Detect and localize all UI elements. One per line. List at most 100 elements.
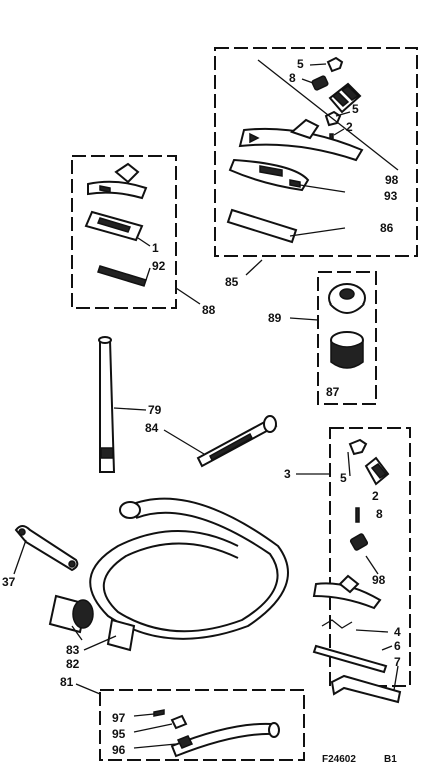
label-37: 37 bbox=[2, 575, 16, 589]
label-88: 88 bbox=[202, 303, 216, 317]
label-7: 7 bbox=[394, 655, 401, 669]
leader-81 bbox=[75, 683, 101, 695]
label-86: 86 bbox=[380, 221, 394, 235]
kit-88-box bbox=[71, 155, 177, 309]
label-92: 92 bbox=[152, 259, 166, 273]
label-97: 97 bbox=[112, 711, 126, 725]
clamp-group: 37 bbox=[2, 525, 79, 589]
label-2-lower: 2 bbox=[372, 489, 379, 503]
leader-96 bbox=[133, 743, 177, 749]
kit-85-group: 5 8 5 2 98 93 86 85 bbox=[214, 47, 418, 289]
label-3: 3 bbox=[284, 467, 291, 481]
leader-98-top bbox=[257, 59, 399, 171]
upholstery-tool-icon bbox=[87, 162, 148, 200]
brush-strip-icon bbox=[226, 208, 298, 244]
handle-icon bbox=[170, 722, 280, 758]
label-95: 95 bbox=[112, 727, 126, 741]
kit-81-box bbox=[99, 689, 305, 761]
label-5-top: 5 bbox=[297, 57, 304, 71]
lower-right-parts-group: 4 6 7 bbox=[312, 619, 402, 704]
leader-5-lower bbox=[347, 451, 351, 477]
kit-88-group: 1 92 88 bbox=[71, 155, 216, 317]
swivel-joint-lower-icon bbox=[364, 456, 390, 486]
leader-93 bbox=[299, 184, 346, 193]
hose-icon bbox=[89, 497, 289, 640]
label-83: 83 bbox=[66, 643, 80, 657]
label-82: 82 bbox=[66, 657, 80, 671]
label-85: 85 bbox=[225, 275, 239, 289]
dusting-brush-cap-icon bbox=[328, 283, 366, 314]
swivel-joint-icon bbox=[328, 82, 362, 114]
leader-86 bbox=[289, 227, 346, 237]
leader-7 bbox=[393, 665, 399, 691]
label-98-top: 98 bbox=[385, 173, 399, 187]
leader-82 bbox=[83, 635, 117, 651]
label-1: 1 bbox=[152, 241, 159, 255]
leader-85 bbox=[245, 259, 263, 276]
label-2-top: 2 bbox=[346, 120, 353, 134]
leader-83 bbox=[71, 625, 83, 641]
kit-3-group: 3 5 2 8 98 bbox=[284, 427, 411, 687]
leader-5-top bbox=[309, 63, 327, 66]
leader-92 bbox=[145, 267, 151, 281]
crevice-tool-icon bbox=[196, 415, 278, 468]
clamp-icon bbox=[14, 525, 79, 572]
strip-part-6-icon bbox=[312, 644, 388, 674]
figure-code: F24602 bbox=[322, 754, 356, 765]
screw-part-2-lower bbox=[355, 507, 360, 523]
floor-tool-lower-icon bbox=[312, 574, 382, 610]
label-87: 87 bbox=[326, 385, 340, 399]
label-79: 79 bbox=[148, 403, 162, 417]
label-5-lower: 5 bbox=[340, 471, 347, 485]
floor-nozzle-icon bbox=[228, 158, 310, 192]
clip-part-95-icon bbox=[170, 714, 188, 730]
kit-81-group: 97 95 96 bbox=[99, 689, 305, 761]
label-6: 6 bbox=[394, 639, 401, 653]
label-96: 96 bbox=[112, 743, 126, 757]
bracket-part-7-icon bbox=[330, 674, 402, 704]
hose-group: 83 82 81 bbox=[48, 497, 289, 695]
dusting-brush-bristles-icon bbox=[330, 331, 364, 369]
hose-coupling-icon bbox=[48, 594, 136, 652]
label-81: 81 bbox=[60, 675, 74, 689]
kit-89-box bbox=[317, 271, 377, 405]
leader-2-top bbox=[333, 128, 345, 136]
leader-79 bbox=[113, 407, 147, 411]
latch-part-8-lower bbox=[349, 533, 369, 551]
brush-insert-icon bbox=[84, 210, 144, 242]
clip-part-5-top bbox=[326, 56, 344, 73]
wand-group: 79 84 bbox=[98, 336, 278, 473]
kit-85-box bbox=[214, 47, 418, 257]
spring-icon bbox=[321, 619, 353, 629]
label-93: 93 bbox=[384, 189, 398, 203]
label-89: 89 bbox=[268, 311, 282, 325]
leader-5-mid bbox=[335, 111, 351, 117]
screw-part-97-icon bbox=[153, 709, 165, 717]
sheet-code: B1 bbox=[384, 754, 397, 765]
leader-1 bbox=[137, 237, 151, 247]
kit-3-box bbox=[329, 427, 411, 687]
kit-89-group: 89 87 bbox=[268, 271, 377, 405]
leader-98-lower bbox=[365, 555, 379, 575]
floor-brush-icon bbox=[238, 118, 364, 162]
label-8-top: 8 bbox=[289, 71, 296, 85]
leader-37 bbox=[13, 539, 27, 575]
clip-part-5-lower bbox=[348, 438, 368, 456]
leader-4 bbox=[355, 629, 389, 633]
extension-wand-icon bbox=[98, 336, 116, 473]
leader-6 bbox=[381, 645, 393, 651]
label-84: 84 bbox=[145, 421, 159, 435]
label-98-lower: 98 bbox=[372, 573, 386, 587]
label-4: 4 bbox=[394, 625, 401, 639]
latch-part-8-top bbox=[311, 75, 329, 91]
bristle-strip-icon bbox=[97, 265, 147, 287]
leader-97 bbox=[133, 713, 155, 717]
leader-8-top bbox=[301, 78, 314, 84]
label-8-lower: 8 bbox=[376, 507, 383, 521]
leader-88 bbox=[175, 287, 201, 305]
label-5-mid: 5 bbox=[352, 102, 359, 116]
leader-95 bbox=[133, 723, 173, 733]
leader-84 bbox=[163, 429, 205, 455]
leader-89 bbox=[289, 317, 319, 321]
